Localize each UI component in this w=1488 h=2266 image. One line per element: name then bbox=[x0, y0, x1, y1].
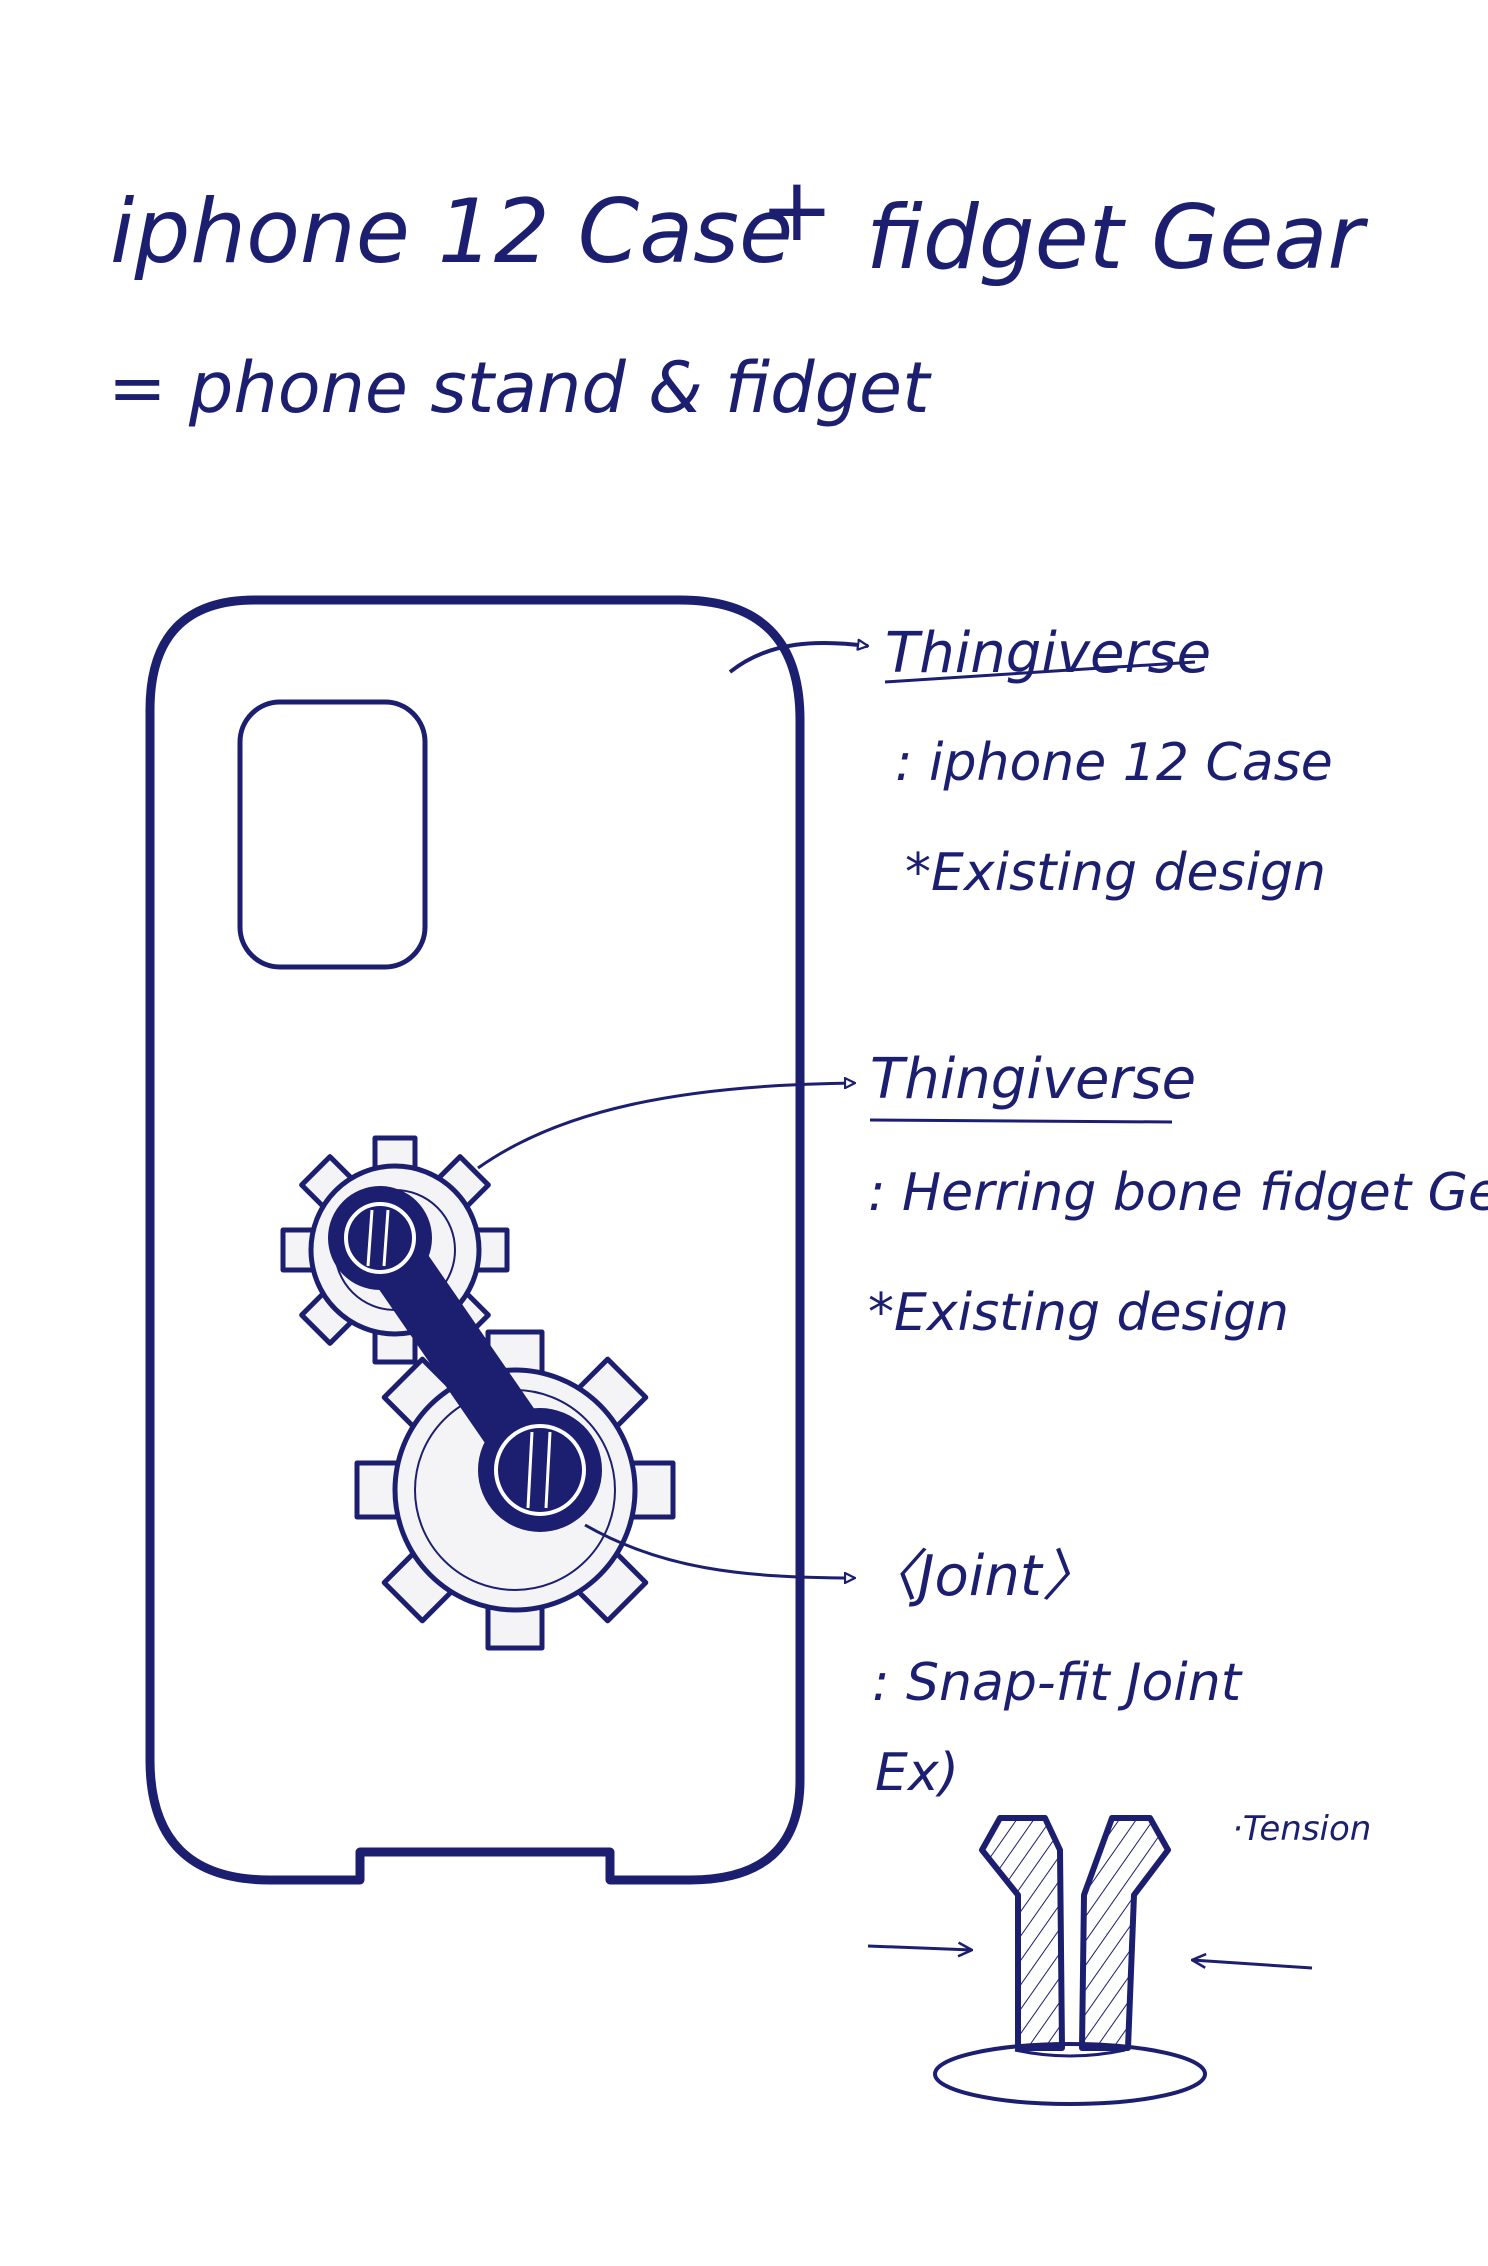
gear-line1: : Herring bone fidget Gear bbox=[868, 1163, 1488, 1223]
subtitle: = phone stand & fidget bbox=[108, 347, 932, 429]
small-joint bbox=[328, 1186, 432, 1290]
snap-fit-pin-sketch bbox=[868, 1818, 1312, 2104]
joint-line1: : Snap-fit Joint bbox=[872, 1653, 1243, 1713]
case-line1: : iphone 12 Case bbox=[895, 733, 1333, 793]
title-right: fidget Gear bbox=[866, 186, 1368, 289]
joint-line2: Ex) bbox=[875, 1743, 959, 1803]
title-left: iphone 12 Case bbox=[110, 180, 793, 283]
right-force-arrow bbox=[1192, 1960, 1312, 1968]
title-plus: + bbox=[760, 158, 834, 261]
gear-heading: Thingiverse bbox=[870, 1047, 1196, 1112]
gear-line2: *Existing design bbox=[868, 1283, 1289, 1343]
camera-cutout bbox=[240, 702, 425, 967]
case-arrow bbox=[730, 643, 868, 672]
left-force-arrow bbox=[868, 1946, 972, 1950]
case-heading: Thingiverse bbox=[885, 621, 1211, 686]
case-line2: *Existing design bbox=[905, 843, 1326, 903]
tension-label: ·Tension bbox=[1232, 1809, 1371, 1849]
joint-heading: 〈Joint〉 bbox=[862, 1544, 1098, 1609]
gear-heading-underline bbox=[870, 1120, 1172, 1122]
